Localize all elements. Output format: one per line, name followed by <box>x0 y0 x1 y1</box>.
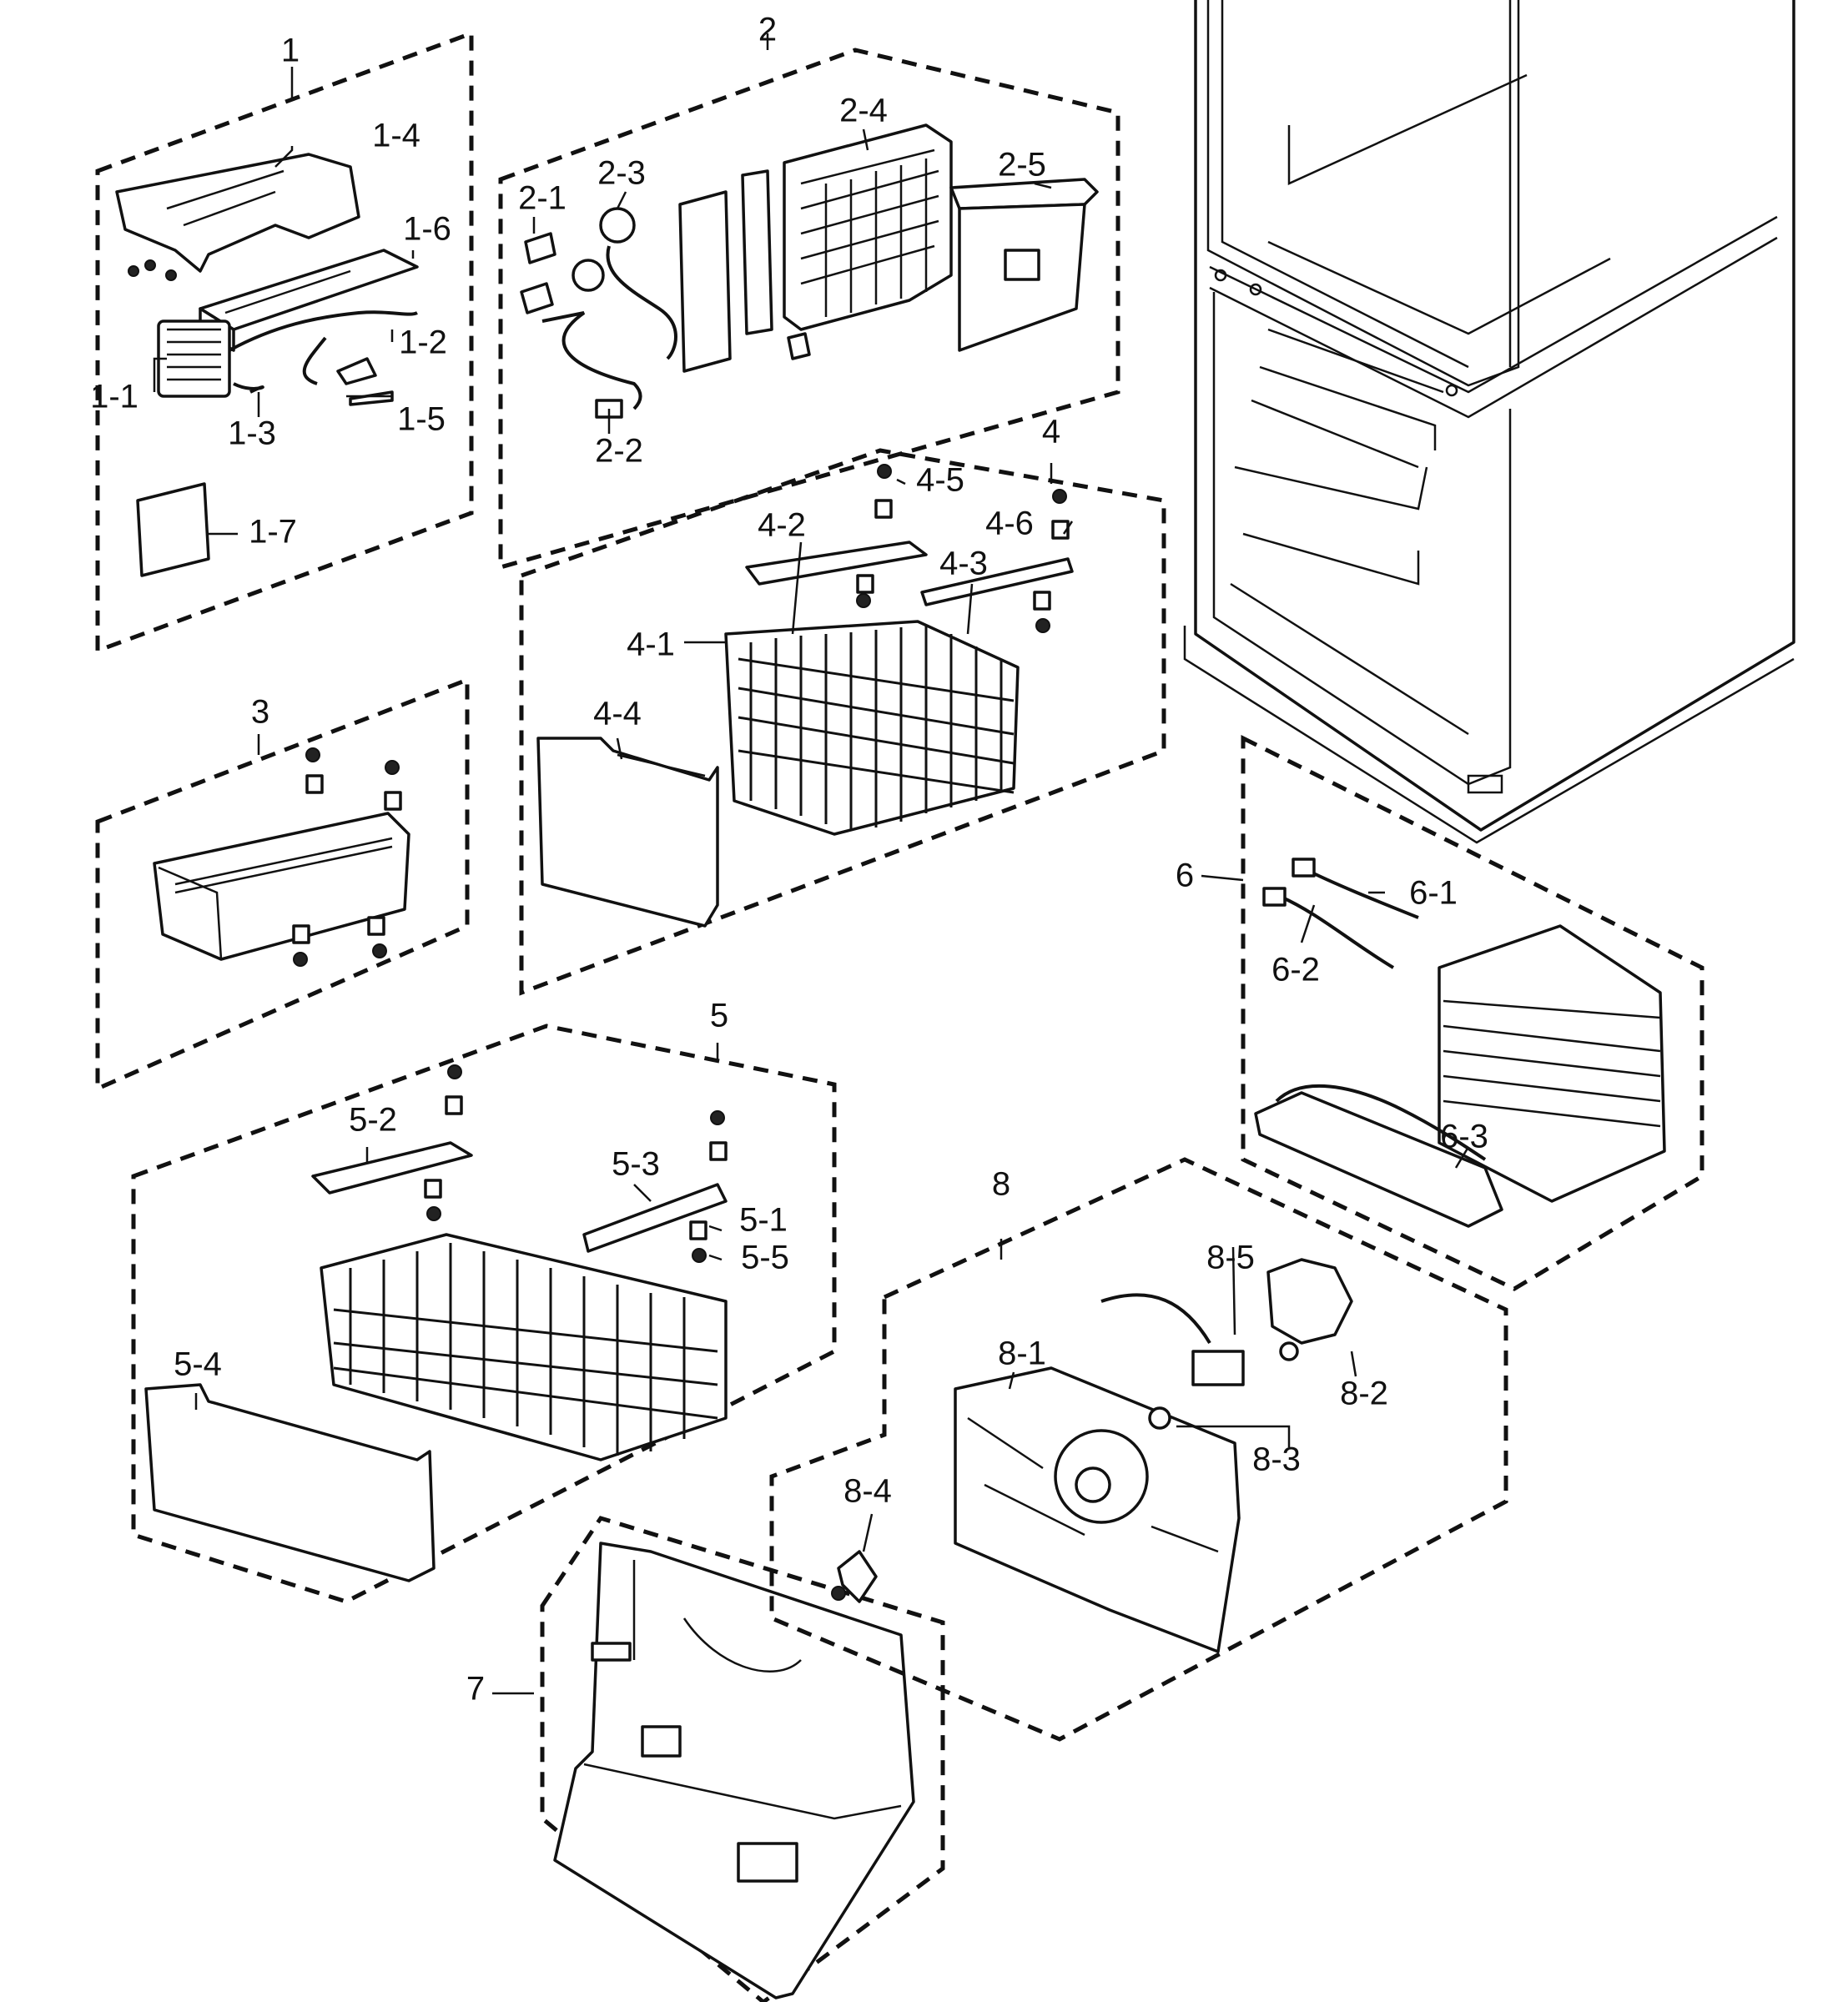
label-2-1: 2-1 <box>518 180 566 217</box>
label-2-2: 2-2 <box>595 433 643 470</box>
label-1-2: 1-2 <box>399 324 447 361</box>
label-4-4: 4-4 <box>593 696 642 732</box>
group-2-outline <box>498 48 1120 571</box>
callout-labels: 1 1-1 1-2 1-3 1-4 1-5 1-6 1-7 2 2-1 2-2 … <box>90 12 1488 1708</box>
label-4-3: 4-3 <box>939 546 988 582</box>
label-4-6: 4-6 <box>985 506 1034 542</box>
label-1-6: 1-6 <box>403 211 451 248</box>
basket-4-clips <box>856 464 1070 633</box>
label-1-7: 1-7 <box>249 514 297 551</box>
label-5-4: 5-4 <box>174 1346 222 1383</box>
label-8-4: 8-4 <box>843 1473 892 1510</box>
group-7-outline <box>540 1516 945 2002</box>
label-6-2: 6-2 <box>1271 952 1320 988</box>
group-4-upper-basket <box>519 448 1166 996</box>
label-5-1: 5-1 <box>739 1202 788 1239</box>
label-1: 1 <box>281 33 300 69</box>
group-1-ice-maker <box>95 30 474 654</box>
refrigerator-cabinet <box>1183 0 1795 844</box>
label-3: 3 <box>251 694 269 731</box>
basket-5-clips <box>424 1064 728 1263</box>
label-8-1: 8-1 <box>998 1336 1046 1372</box>
label-4-2: 4-2 <box>758 507 806 544</box>
label-2-3: 2-3 <box>597 155 646 192</box>
label-6-1: 6-1 <box>1409 875 1458 912</box>
group-7-evaporator-cover <box>492 1516 945 2002</box>
label-1-5: 1-5 <box>397 401 446 438</box>
label-6: 6 <box>1176 858 1194 894</box>
label-8-2: 8-2 <box>1340 1376 1388 1412</box>
label-5-3: 5-3 <box>612 1146 660 1183</box>
label-2: 2 <box>758 12 777 48</box>
label-1-3: 1-3 <box>228 415 276 452</box>
group-3-outline <box>95 677 470 1092</box>
basket-5-1-wire <box>320 1233 728 1461</box>
group-6-outline <box>1241 734 1704 1291</box>
label-5: 5 <box>710 998 728 1034</box>
label-1-4: 1-4 <box>372 118 420 154</box>
label-6-3: 6-3 <box>1440 1119 1488 1155</box>
label-4-1: 4-1 <box>627 626 675 663</box>
label-1-1: 1-1 <box>90 379 138 415</box>
label-8-5: 8-5 <box>1206 1240 1255 1276</box>
group-8-outline <box>769 1157 1508 1742</box>
group-1-outline <box>95 30 474 654</box>
group-8-fan-assembly <box>769 1157 1508 1742</box>
label-2-4: 2-4 <box>839 93 888 129</box>
group-2-sensors-and-duct <box>498 33 1120 571</box>
label-8-3: 8-3 <box>1252 1441 1301 1478</box>
label-8: 8 <box>992 1166 1010 1203</box>
label-7: 7 <box>466 1671 485 1708</box>
basket-4-1-wire <box>724 620 1020 836</box>
group-5-lower-basket <box>131 1024 837 1604</box>
group-5-outline <box>131 1024 837 1604</box>
label-5-2: 5-2 <box>349 1102 397 1139</box>
label-4: 4 <box>1042 414 1060 450</box>
door-bin-clips <box>292 747 402 967</box>
label-4-5: 4-5 <box>916 462 964 499</box>
label-2-5: 2-5 <box>998 147 1046 184</box>
group-3-door-bin <box>95 677 470 1092</box>
label-5-5: 5-5 <box>741 1240 789 1276</box>
group-6-evaporator <box>1201 734 1704 1291</box>
